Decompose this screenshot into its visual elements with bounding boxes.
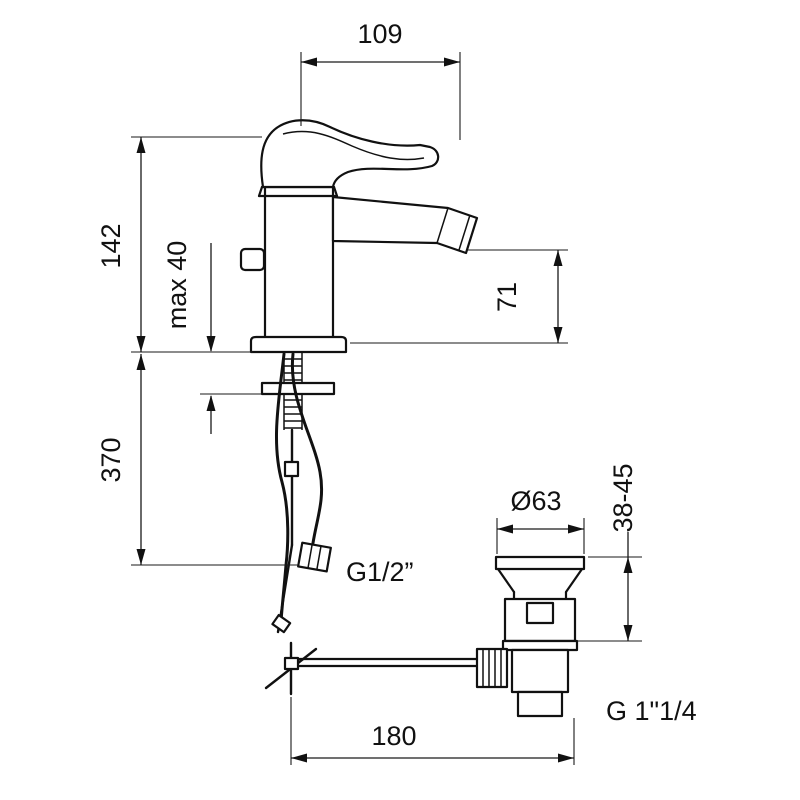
- drain-assembly: [475, 555, 586, 718]
- arrowhead: [291, 753, 307, 763]
- faucet-base: [249, 335, 348, 354]
- supply-hoses: [271, 352, 332, 634]
- arrowhead: [136, 137, 146, 153]
- drain-window: [525, 601, 555, 625]
- mounting-shank: [260, 352, 336, 430]
- faucet-spout: [331, 195, 479, 255]
- drain-lip: [501, 639, 579, 652]
- linkage: [264, 641, 480, 696]
- dim-180-label: 180: [371, 721, 416, 751]
- arrowhead: [444, 57, 460, 67]
- arrowhead: [568, 524, 584, 534]
- faucet-body: [257, 185, 339, 342]
- hose-nut: [297, 541, 332, 573]
- arrowhead: [301, 57, 317, 67]
- arrowhead: [206, 395, 216, 411]
- arrowhead: [136, 549, 146, 565]
- dim-38-45-label: 38-45: [608, 463, 638, 532]
- arrowhead: [136, 354, 146, 370]
- drain-lower-body: [510, 648, 570, 694]
- dim-71-label: 71: [492, 282, 522, 312]
- dimension-370: 370: [96, 354, 298, 566]
- dim-370-label: 370: [96, 437, 126, 482]
- faucet-handle: [260, 119, 440, 189]
- thread-waste-label: G 1"1/4: [606, 696, 697, 726]
- dim-max-40-label: max 40: [162, 241, 192, 330]
- knurled-knob: [475, 647, 509, 689]
- dimension-180: 180: [290, 697, 575, 765]
- dimension-109: 109: [300, 19, 461, 140]
- dimension-max-40: max 40: [162, 241, 262, 434]
- arrowhead: [136, 336, 146, 352]
- drain-tailpiece: [516, 690, 564, 718]
- rod-joint: [283, 460, 300, 478]
- pop-up-knob: [239, 247, 266, 272]
- arrowhead: [623, 557, 633, 573]
- aerator-line: [458, 214, 471, 251]
- dim-109-label: 109: [357, 19, 402, 49]
- arrowhead: [206, 336, 216, 352]
- dimension-142: 142: [96, 136, 262, 353]
- drain-flange: [494, 555, 586, 571]
- dimension-diameter-63: Ø63: [496, 486, 585, 554]
- handle-sculpt-line: [282, 130, 425, 161]
- arrowhead: [623, 625, 633, 641]
- arrowhead: [553, 327, 563, 343]
- dim-diameter-63-label: Ø63: [510, 486, 561, 516]
- hose-end-fitting: [271, 613, 292, 634]
- dimension-38-45: 38-45: [577, 463, 642, 642]
- dimension-71: 71: [350, 249, 568, 344]
- horizontal-linkage-rod: [289, 657, 480, 668]
- arrowhead: [558, 753, 574, 763]
- arrowhead: [497, 524, 513, 534]
- faucet: [239, 119, 479, 354]
- thread-hose-label: G1/2”: [346, 557, 414, 587]
- linkage-clamp: [283, 656, 300, 671]
- dim-142-label: 142: [96, 223, 126, 268]
- mounting-washer: [260, 381, 336, 396]
- arrowhead: [553, 250, 563, 266]
